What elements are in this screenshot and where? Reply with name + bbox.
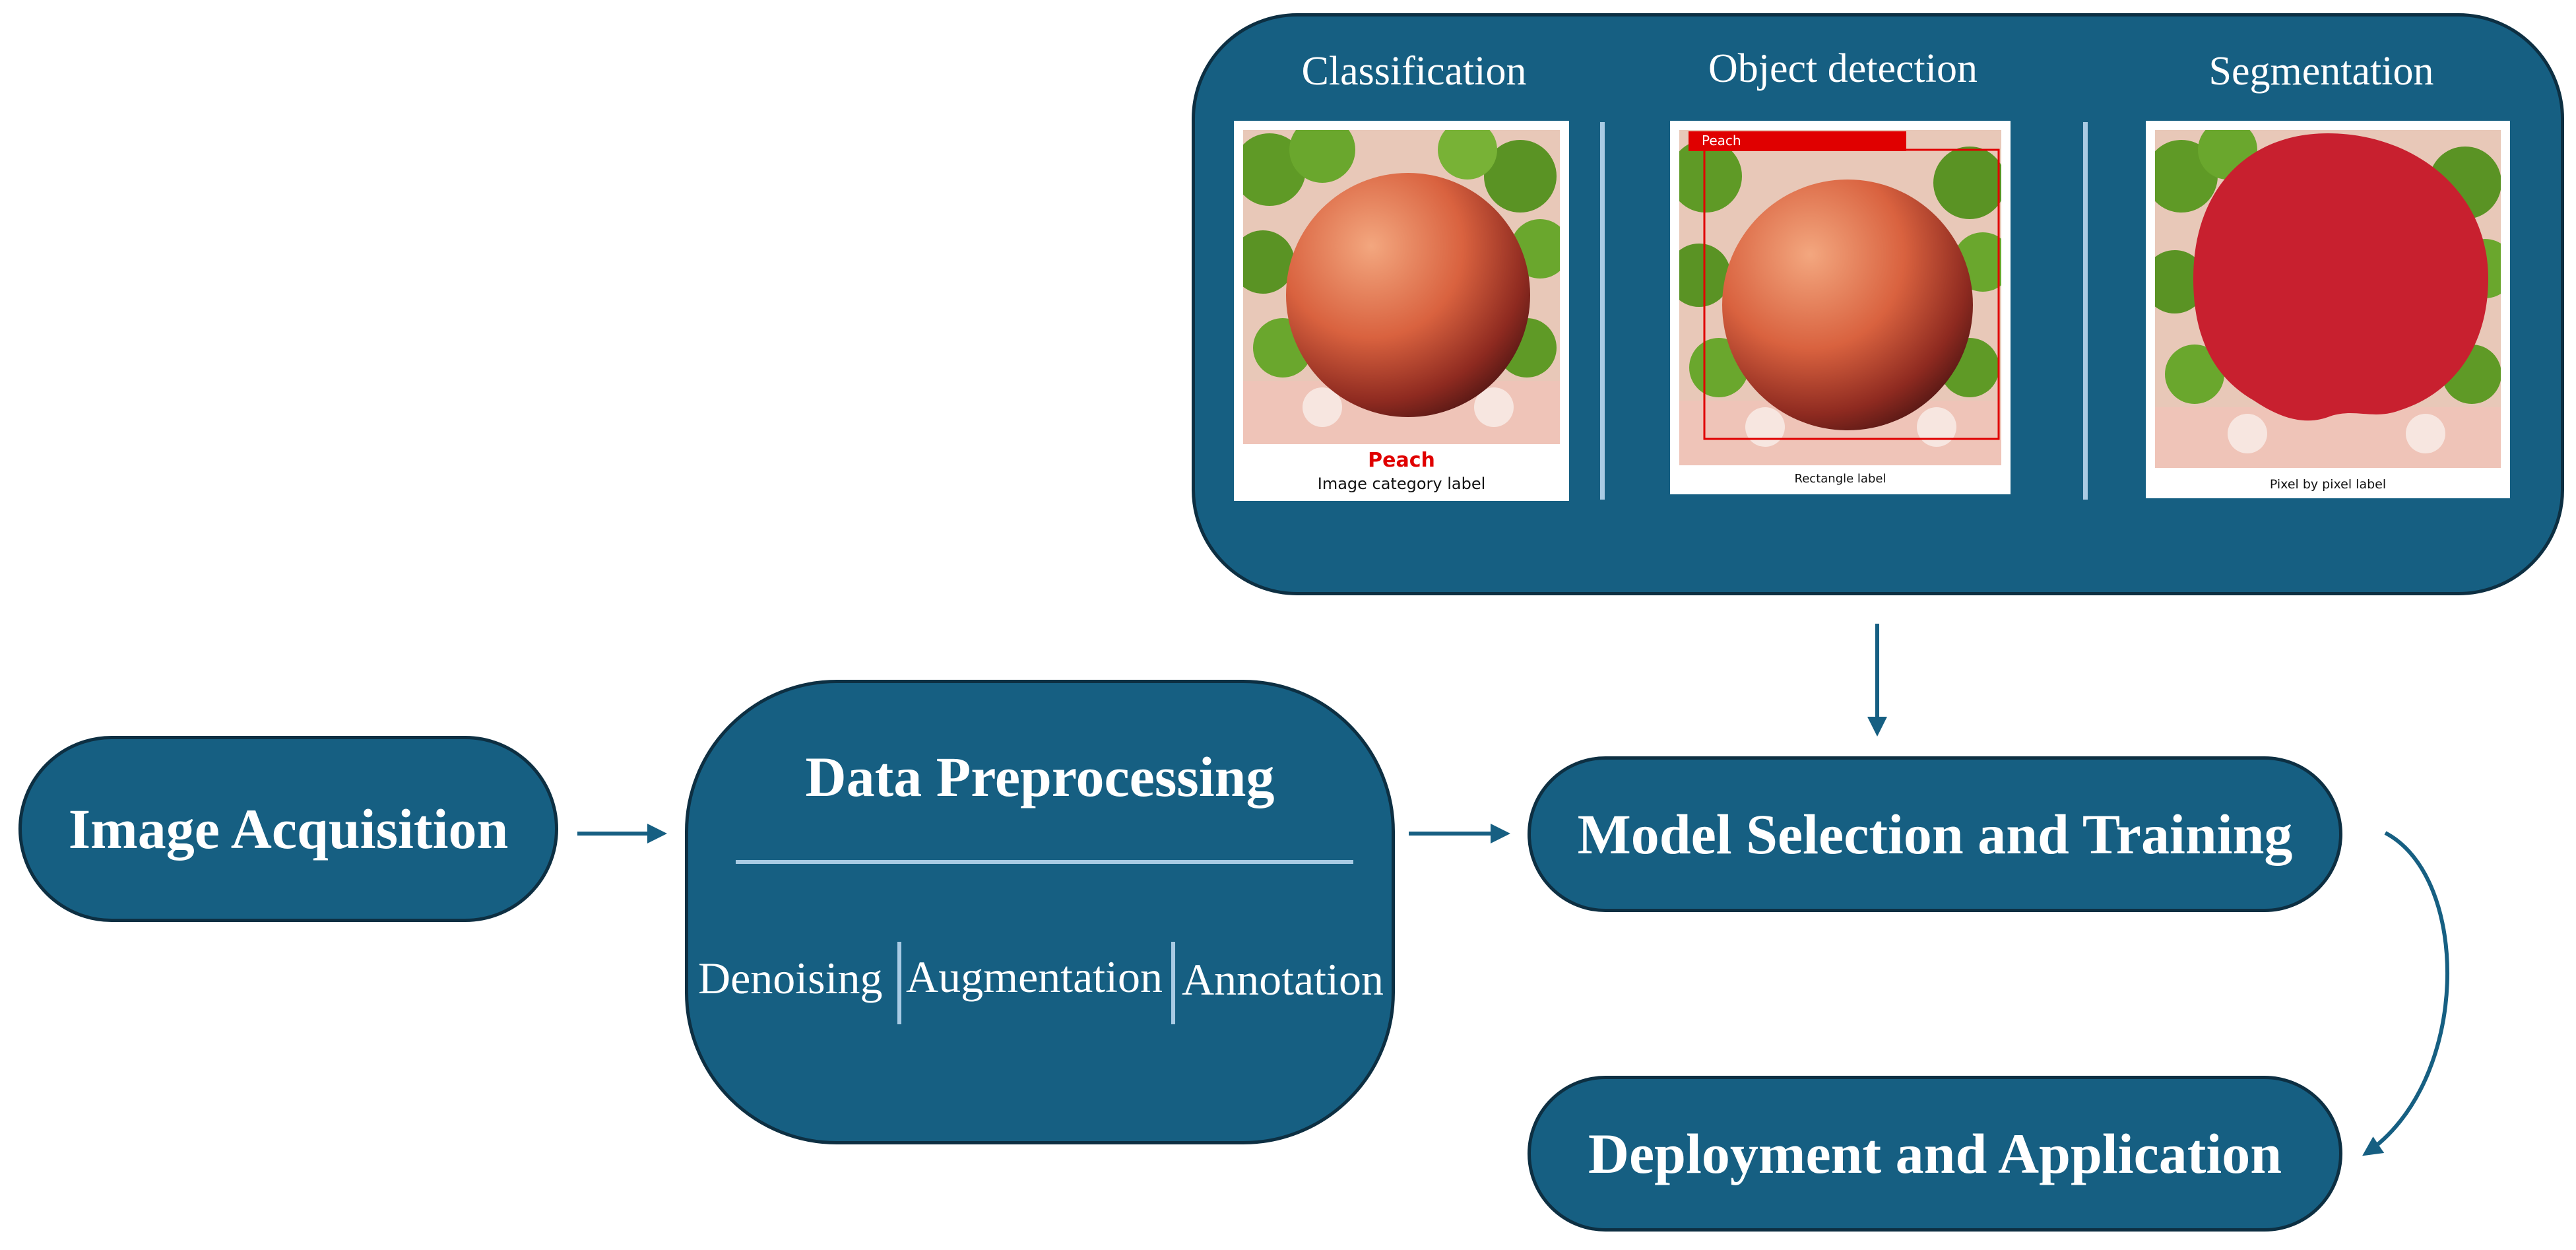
data-preprocessing-label: Data Preprocessing — [805, 745, 1275, 808]
data-preprocessing-node: Data Preprocessing Denoising Augmentatio… — [685, 680, 1395, 1144]
task-title-segmentation: Segmentation — [2208, 49, 2434, 94]
preprocessing-divider — [736, 860, 1353, 864]
step-denoising: Denoising — [698, 953, 883, 1003]
classification-peach-label: Peach — [1368, 449, 1435, 472]
step-divider-2 — [1171, 942, 1175, 1024]
object-detection-card: Peach Rectangle label — [1670, 121, 2011, 494]
model-selection-label: Model Selection and Training — [1577, 803, 2293, 866]
segmentation-caption: Pixel by pixel label — [2269, 477, 2387, 492]
image-acquisition-label: Image Acquisition — [68, 797, 509, 861]
deployment-node: Deployment and Application — [1528, 1076, 2342, 1232]
image-acquisition-node: Image Acquisition — [18, 736, 558, 922]
classification-card: Peach Image category label — [1234, 121, 1569, 501]
task-types-panel: Classification Object detection Segmenta… — [1192, 13, 2564, 595]
segmentation-card: Pixel by pixel label — [2146, 121, 2510, 498]
arrow-model-to-deployment — [2362, 831, 2449, 1156]
peach-photo-segmentation — [2155, 130, 2501, 468]
step-divider-1 — [897, 942, 901, 1024]
task-divider-2 — [2083, 122, 2088, 500]
detection-caption: Rectangle label — [1794, 472, 1886, 486]
detection-box-label: Peach — [1702, 133, 1741, 148]
peach-photo-detection: Peach — [1679, 130, 2001, 465]
task-title-classification: Classification — [1301, 49, 1527, 94]
task-divider-1 — [1600, 122, 1605, 500]
deployment-label: Deployment and Application — [1588, 1122, 2282, 1185]
step-augmentation: Augmentation — [906, 952, 1163, 1002]
task-title-object-detection: Object detection — [1708, 46, 1978, 91]
model-selection-node: Model Selection and Training — [1528, 756, 2342, 912]
step-annotation: Annotation — [1182, 954, 1384, 1004]
peach-photo-classification — [1243, 130, 1560, 444]
classification-caption: Image category label — [1317, 475, 1486, 493]
